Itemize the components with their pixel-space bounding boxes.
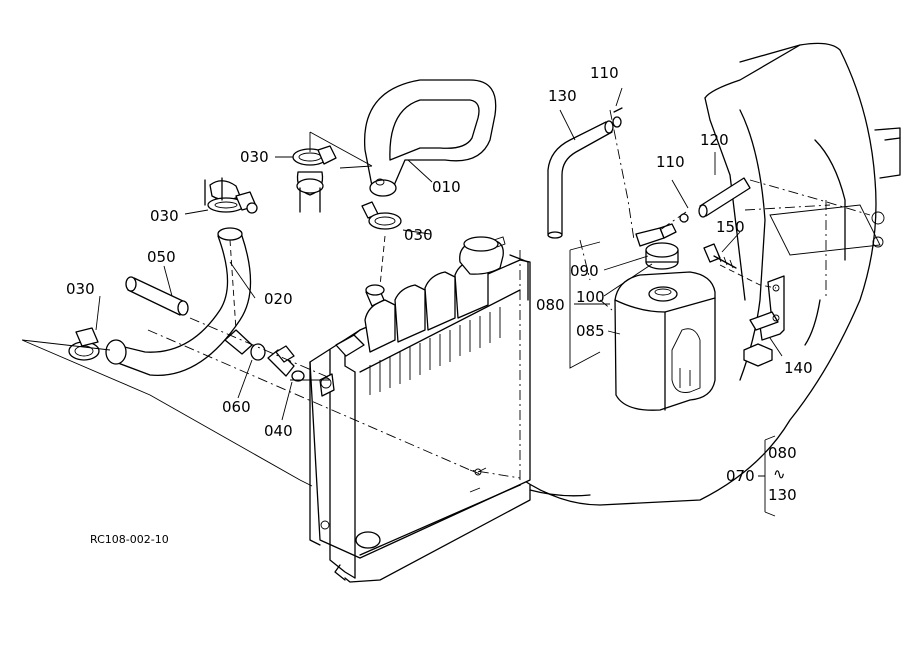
overflow-hose-120: [679, 177, 751, 223]
label-030-d: 030: [66, 280, 95, 298]
label-060: 060: [222, 398, 251, 416]
label-050: 050: [147, 248, 176, 266]
label-070: 070: [726, 467, 755, 485]
engine-housing: [519, 42, 901, 506]
label-090: 090: [570, 262, 599, 280]
part-labels: 010 020 030 030 030 030 040 050 060 070 …: [66, 64, 813, 546]
hose-clamp-030-upper: [292, 145, 402, 230]
leader-lines: [95, 87, 783, 517]
label-040: 040: [264, 422, 293, 440]
label-130-a: 130: [548, 87, 577, 105]
label-110-a: 110: [590, 64, 619, 82]
lower-hose-020: [105, 227, 252, 377]
label-120: 120: [700, 131, 729, 149]
bolt-150: [703, 243, 737, 269]
label-130-b: 130: [768, 486, 797, 504]
bracket-140: [743, 275, 785, 367]
label-010: 010: [432, 178, 461, 196]
drawing-code: RC108-002-10: [90, 533, 169, 546]
label-030-c: 030: [404, 226, 433, 244]
label-020: 020: [264, 290, 293, 308]
label-080-b: 080: [768, 444, 797, 462]
label-140: 140: [784, 359, 813, 377]
reserve-tank-085: [614, 223, 716, 411]
label-080-a: 080: [536, 296, 565, 314]
label-085: 085: [576, 322, 605, 340]
label-030-b: 030: [150, 207, 179, 225]
hose-130: [547, 107, 623, 239]
label-150: 150: [716, 218, 745, 236]
radiator: [309, 236, 531, 583]
label-100: 100: [576, 288, 605, 306]
label-110-b: 110: [656, 153, 685, 171]
reference-lines: [21, 109, 871, 497]
drain-cock-040: [224, 329, 305, 382]
label-range-tilde: ∿: [773, 465, 786, 483]
upper-hose-010: [363, 79, 497, 197]
label-030-a: 030: [240, 148, 269, 166]
hose-050: [125, 276, 189, 316]
